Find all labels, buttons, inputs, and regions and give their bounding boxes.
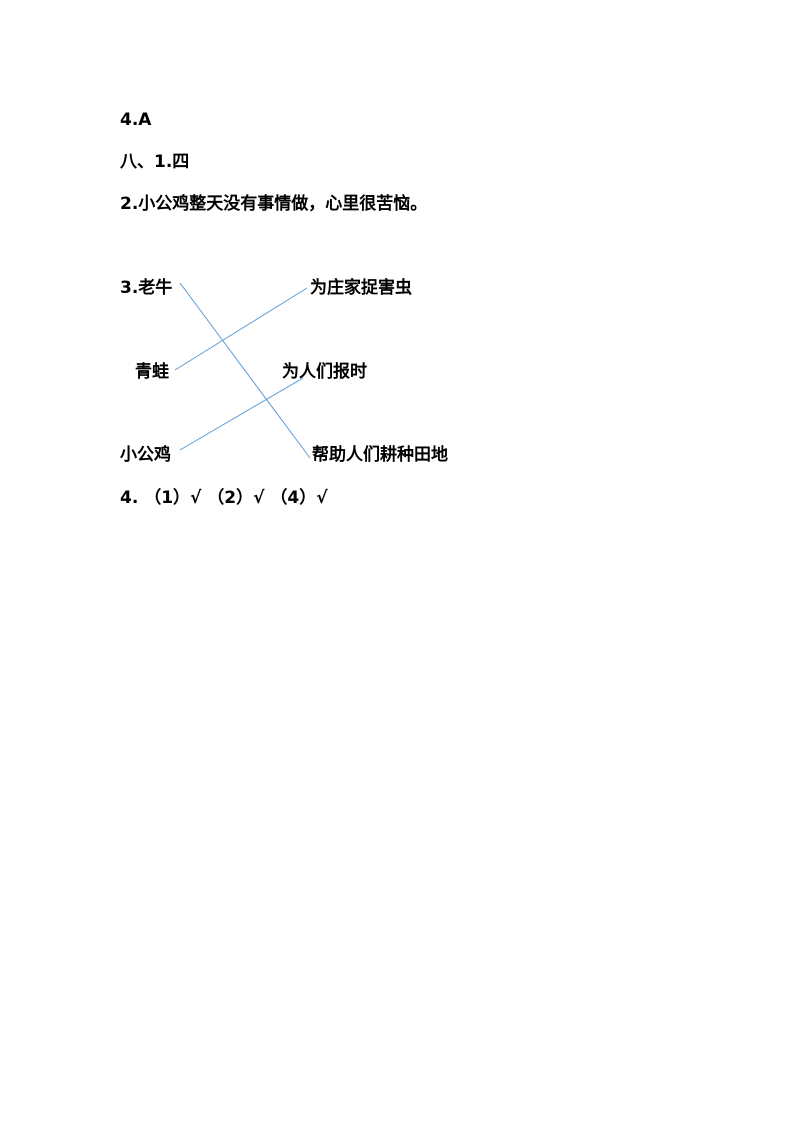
- match-left-frog: 青蛙: [135, 362, 169, 382]
- connector-rooster-to-announce-time: [179, 377, 304, 451]
- answer-q2: 2.小公鸡整天没有事情做，心里很苦恼。: [120, 194, 428, 214]
- match-right-farm-fields: 帮助人们耕种田地: [312, 445, 448, 465]
- match-right-catch-pests: 为庄家捉害虫: [310, 278, 412, 298]
- connector-frog-to-catch-pests: [174, 287, 308, 371]
- match-left-rooster: 小公鸡: [120, 445, 171, 465]
- connector-ox-to-farm-fields: [179, 282, 311, 459]
- answer-section8-q1: 八、1.四: [120, 152, 190, 172]
- answer-q4-checks: 4. （1）√ （2）√ （4）√: [120, 488, 328, 508]
- match-right-announce-time: 为人们报时: [282, 362, 367, 382]
- match-left-ox: 3.老牛: [120, 278, 173, 298]
- answer-4a: 4.A: [120, 110, 152, 130]
